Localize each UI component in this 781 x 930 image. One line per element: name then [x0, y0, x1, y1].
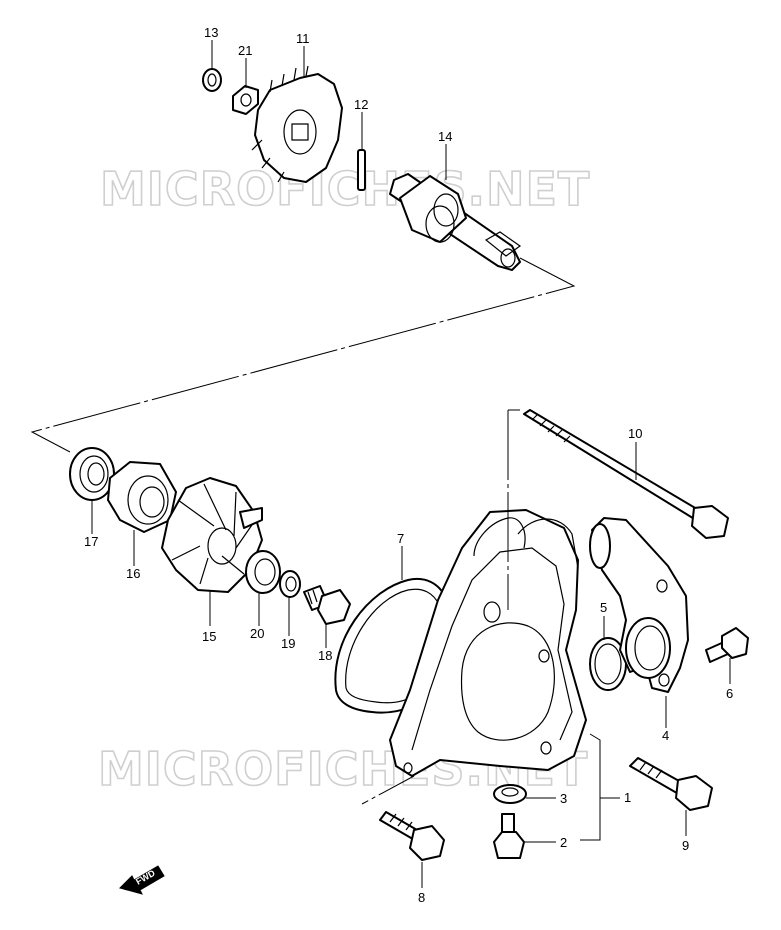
callout-21: 21 [238, 43, 252, 58]
callout-1: 1 [624, 790, 631, 805]
callout-8: 8 [418, 890, 425, 905]
callout-18: 18 [318, 648, 332, 663]
callout-17: 17 [84, 534, 98, 549]
water-pipe-part-4 [589, 517, 689, 693]
circlip-part-13 [202, 68, 222, 92]
callout-11: 11 [296, 31, 310, 46]
drain-bolt-part-2 [493, 813, 525, 859]
callout-15: 15 [202, 629, 216, 644]
callout-3: 3 [560, 791, 567, 806]
watermark-top: MICROFICHES.NET [100, 162, 590, 216]
callout-10: 10 [628, 426, 642, 441]
callout-2: 2 [560, 835, 567, 850]
callout-13: 13 [204, 25, 218, 40]
callout-20: 20 [250, 626, 264, 641]
shaft-part-14 [389, 173, 522, 271]
impeller-part-15 [161, 477, 263, 593]
pump-housing-part-1 [389, 509, 587, 777]
callout-14: 14 [438, 129, 452, 144]
callout-5: 5 [600, 600, 607, 615]
callout-9: 9 [682, 838, 689, 853]
callout-4: 4 [662, 728, 669, 743]
callout-16: 16 [126, 566, 140, 581]
callout-6: 6 [726, 686, 733, 701]
washer-part-19 [279, 570, 301, 598]
bolt-part-9 [629, 757, 713, 811]
mechanical-seal-part-16 [107, 461, 177, 533]
bolt-part-6 [705, 627, 749, 663]
seal-ring-part-20 [245, 550, 281, 594]
long-bolt-part-10 [523, 409, 729, 539]
oil-seal-part-17 [69, 447, 115, 501]
washer-part-3 [493, 784, 527, 804]
bolt-part-18 [303, 585, 351, 625]
fwd-arrow-icon: FWD [119, 865, 165, 895]
callout-7: 7 [397, 531, 404, 546]
bolt-part-8 [379, 811, 445, 861]
pin-part-12 [357, 149, 366, 191]
gear-part-11 [251, 65, 343, 183]
callout-19: 19 [281, 636, 295, 651]
callout-12: 12 [354, 97, 368, 112]
washer-part-21 [232, 85, 259, 115]
